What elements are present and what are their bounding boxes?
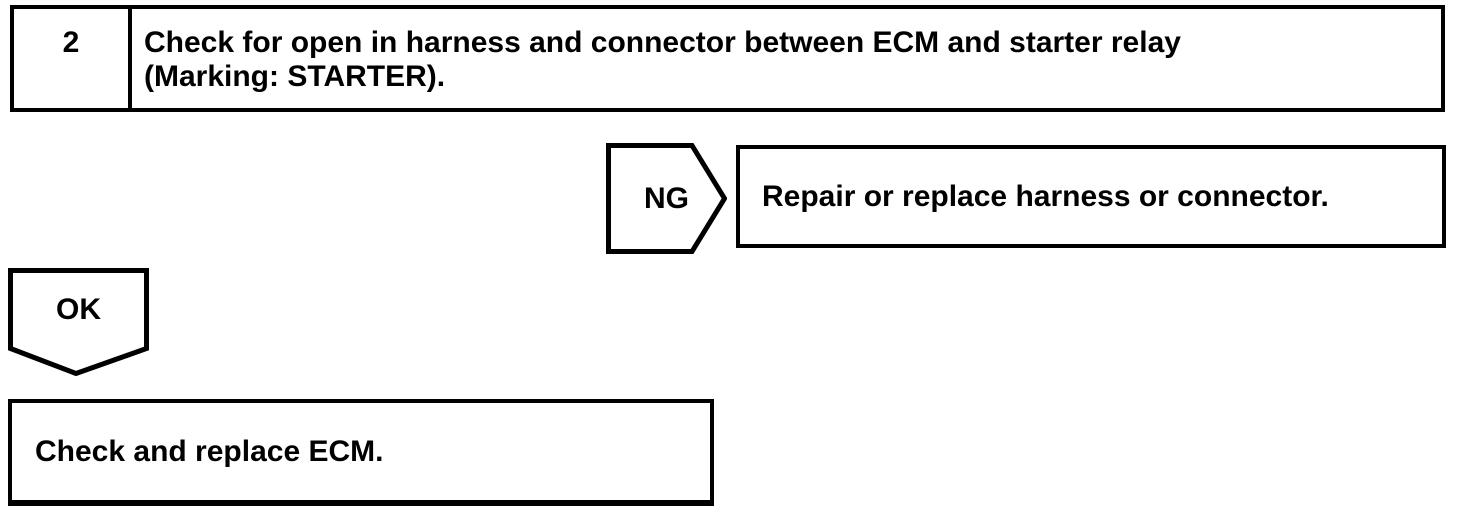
- step-box: 2 Check for open in harness and connecto…: [10, 5, 1445, 112]
- ng-label: NG: [644, 181, 689, 215]
- ng-action-box: Repair or replace harness or connector.: [736, 145, 1446, 248]
- step-instruction: Check for open in harness and connector …: [132, 9, 1441, 108]
- step-number: 2: [62, 26, 80, 59]
- ng-connector: NG: [606, 143, 727, 254]
- ok-label: OK: [56, 292, 101, 326]
- ok-action-text: Check and replace ECM.: [35, 434, 384, 468]
- ok-connector: OK: [8, 268, 149, 376]
- ng-pentagon-icon: [606, 143, 727, 254]
- step-instruction-line-2: (Marking: STARTER).: [144, 60, 446, 93]
- ng-action-text: Repair or replace harness or connector.: [762, 179, 1329, 213]
- ok-pentagon-icon: [8, 268, 149, 376]
- step-instruction-line-1: Check for open in harness and connector …: [144, 26, 1181, 59]
- ok-action-box: Check and replace ECM.: [8, 399, 714, 506]
- step-number-cell: 2: [14, 9, 132, 108]
